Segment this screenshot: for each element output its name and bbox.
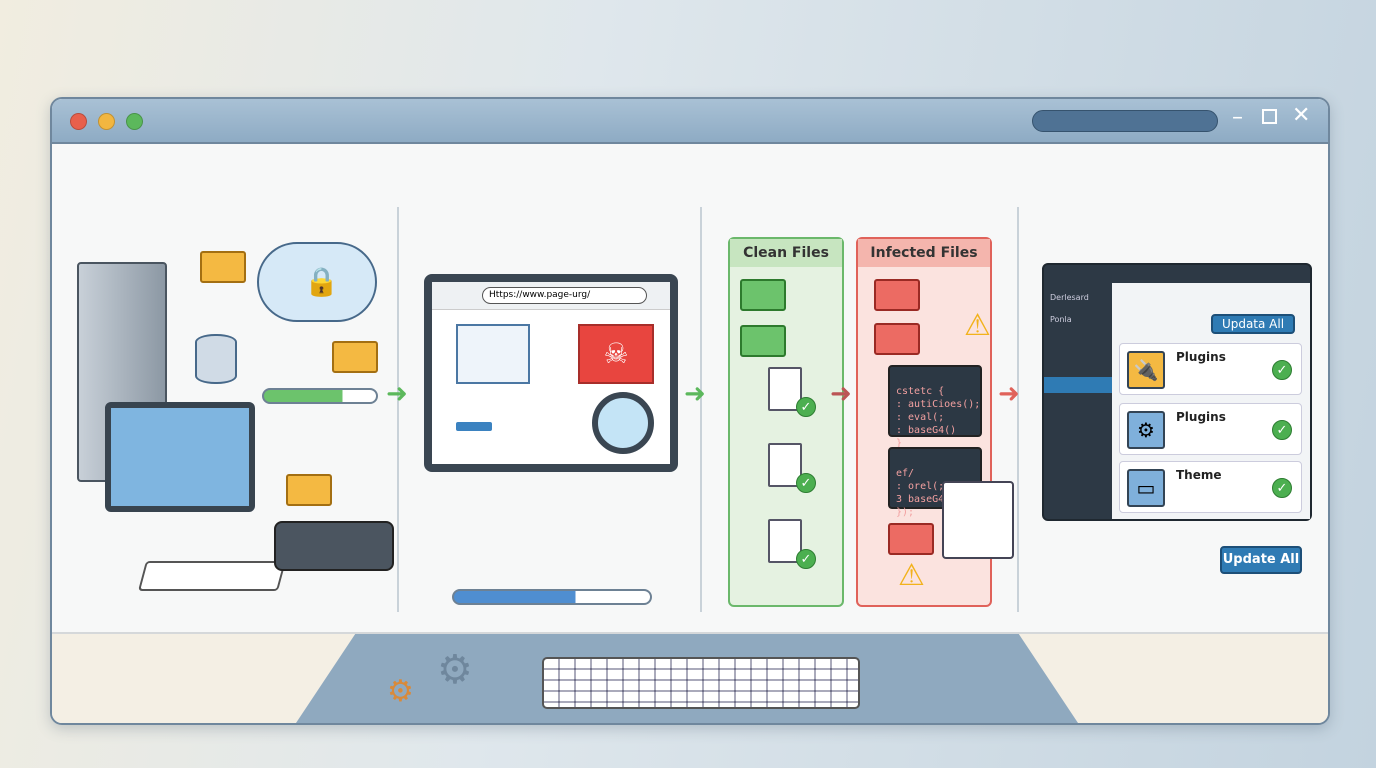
divider [1017, 207, 1019, 612]
restore-icon[interactable] [1262, 109, 1277, 124]
gear-icon: ⚙ [437, 647, 473, 693]
cms-dashboard: Derlesard Ponla Updata All 🔌 Plugins ✓ ⚙… [1042, 263, 1312, 521]
plugin-card: ⚙ Plugins ✓ [1119, 403, 1302, 455]
check-icon: ✓ [1272, 360, 1292, 380]
divider [700, 207, 702, 612]
folder-icon [286, 474, 332, 506]
warning-icon: ⚠ [898, 558, 925, 593]
dashboard-brand: Derlesard [1050, 293, 1089, 302]
theme-card: ▭ Theme ✓ [1119, 461, 1302, 513]
title-bar: – ✕ [52, 99, 1328, 144]
check-icon: ✓ [796, 473, 816, 493]
gear-icon: ⚙ [1127, 411, 1165, 449]
maximize-dot[interactable] [126, 113, 143, 130]
check-icon: ✓ [1272, 478, 1292, 498]
app-window: – ✕ 🔒 ➜ Https://www.page-urg/ ☠ ➜ Clean … [50, 97, 1330, 725]
browser-toolbar: Https://www.page-urg/ [432, 282, 670, 310]
folder-icon [874, 279, 920, 311]
menu-item-posts[interactable]: Ponla [1050, 315, 1072, 324]
arrow-right-icon: ➜ [386, 379, 408, 409]
skull-icon: ☠ [578, 324, 654, 384]
folder-icon [888, 523, 934, 555]
page-button [456, 422, 492, 431]
lock-icon: 🔒 [304, 265, 339, 298]
arrow-right-icon: ➜ [998, 379, 1020, 409]
minimize-dot[interactable] [98, 113, 115, 130]
address-pill[interactable] [1032, 110, 1218, 132]
minimize-icon[interactable]: – [1232, 105, 1243, 130]
card-label: Theme [1176, 468, 1222, 482]
plugin-card: 🔌 Plugins ✓ [1119, 343, 1302, 395]
card-label: Plugins [1176, 410, 1226, 424]
check-icon: ✓ [796, 549, 816, 569]
infected-files-panel: Infected Files ⚠ cstetc { : autiCioes();… [856, 237, 1014, 607]
cloud-icon [257, 242, 377, 322]
divider [397, 207, 399, 612]
folder-icon [200, 251, 246, 283]
malicious-code: cstetc { : autiCioes(); : eval(; : baseG… [888, 365, 982, 449]
check-icon: ✓ [796, 397, 816, 417]
folder-icon [332, 341, 378, 373]
magnifier-icon [592, 392, 654, 454]
gear-icon: ⚙ [387, 674, 414, 709]
folder-icon [874, 323, 920, 355]
keyboard-icon [137, 561, 287, 591]
card-label: Plugins [1176, 350, 1226, 364]
folder-icon [740, 325, 786, 357]
check-icon: ✓ [1272, 420, 1292, 440]
arrow-right-icon: ➜ [830, 379, 852, 409]
close-icon[interactable]: ✕ [1292, 103, 1311, 128]
scan-monitor: Https://www.page-urg/ ☠ [424, 274, 678, 472]
menu-item-active[interactable] [1044, 377, 1112, 393]
alert-window [942, 481, 1014, 559]
scan-progress-bar [452, 589, 652, 605]
url-bar[interactable]: Https://www.page-urg/ [482, 287, 647, 304]
arrow-right-icon: ➜ [684, 379, 706, 409]
update-all-top-button[interactable]: Updata All [1211, 314, 1295, 334]
close-dot[interactable] [70, 113, 87, 130]
panel-title: Clean Files [730, 239, 842, 267]
theme-icon: ▭ [1127, 469, 1165, 507]
panel-title: Infected Files [858, 239, 990, 267]
progress-bar [262, 388, 378, 404]
desktop-monitor-icon [105, 402, 255, 512]
keyboard-icon [542, 657, 860, 709]
plug-icon: 🔌 [1127, 351, 1165, 389]
database-icon [195, 334, 237, 384]
warning-icon: ⚠ [964, 308, 991, 343]
clean-page-icon [456, 324, 530, 384]
clean-files-panel: Clean Files ✓ ✓ ✓ [728, 237, 844, 607]
backup-drive-icon [274, 521, 394, 571]
folder-icon [740, 279, 786, 311]
update-all-button[interactable]: Update All [1220, 546, 1302, 574]
